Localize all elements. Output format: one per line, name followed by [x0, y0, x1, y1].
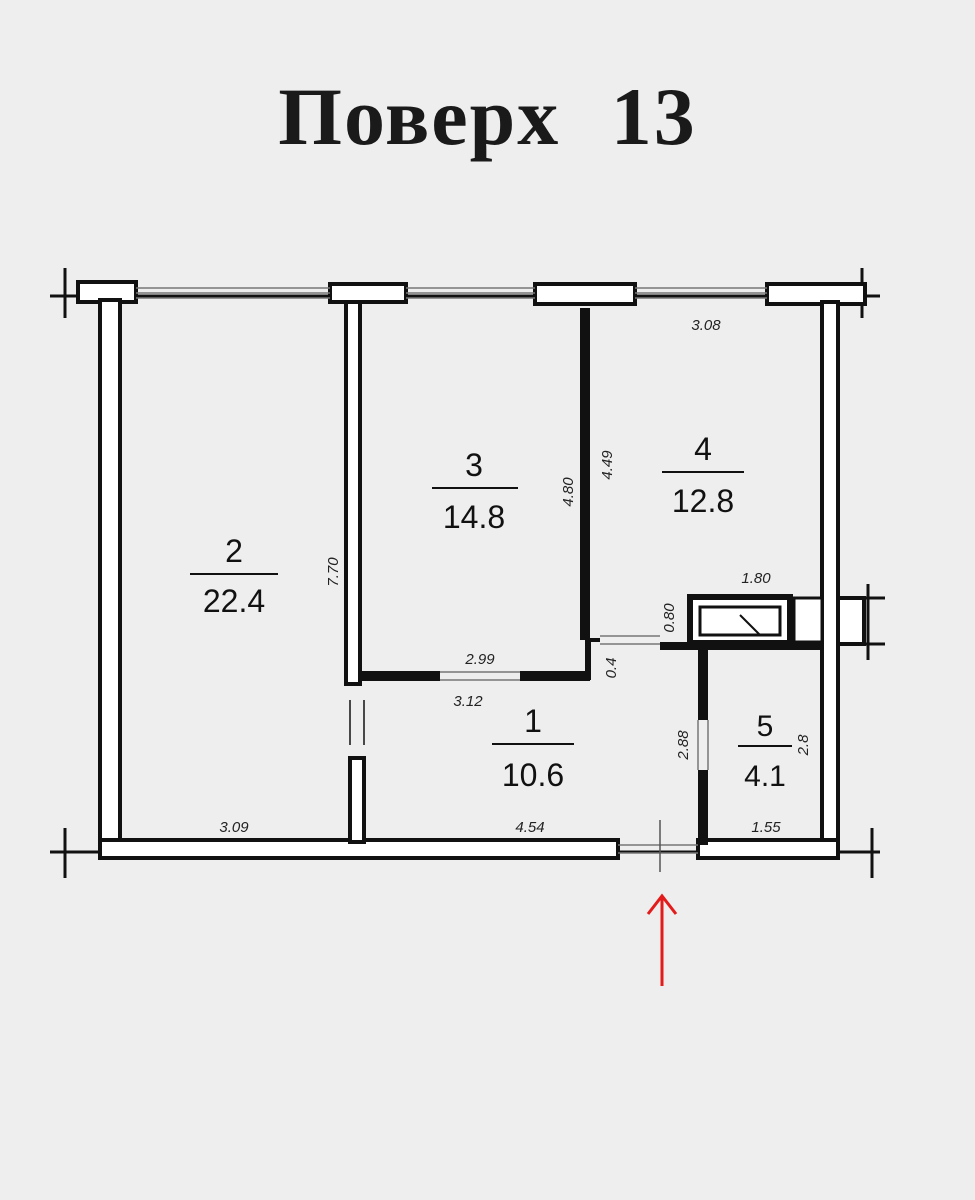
room-5-area: 4.1 — [744, 760, 786, 793]
dim-hall-small: 0.4 — [603, 658, 620, 679]
room-3-area: 14.8 — [443, 499, 505, 535]
room-1-number: 1 — [524, 703, 542, 739]
floor-title: Поверх 13 — [278, 71, 697, 162]
room-1-label: 1 10.6 — [492, 703, 574, 793]
dim-room4-width: 3.08 — [691, 317, 721, 334]
dim-room2-bottom: 3.09 — [219, 819, 249, 836]
room-1-area: 10.6 — [502, 757, 564, 793]
dim-room3-height: 4.80 — [560, 477, 577, 507]
room-2-number: 2 — [225, 533, 243, 569]
room-3-number: 3 — [465, 447, 483, 483]
dim-room3-bottom: 2.99 — [464, 651, 495, 668]
room-5-number: 5 — [757, 710, 774, 743]
dim-bath-bottom: 1.55 — [751, 819, 781, 836]
dim-balcony-width: 1.80 — [741, 570, 771, 587]
dim-balcony-depth: 0.80 — [661, 603, 678, 633]
room-2-area: 22.4 — [203, 583, 265, 619]
dim-bath-height-left: 2.88 — [675, 730, 692, 761]
dim-hall-top: 3.12 — [453, 693, 483, 710]
dim-bath-height-right: 2.8 — [795, 734, 812, 757]
dim-hall-bottom: 4.54 — [515, 819, 544, 836]
dim-room2-height: 7.70 — [325, 557, 342, 587]
room-4-area: 12.8 — [672, 483, 734, 519]
room-2-label: 2 22.4 — [190, 533, 278, 619]
room-4-label: 4 12.8 — [662, 431, 744, 519]
room-3-label: 3 14.8 — [432, 447, 518, 535]
room-5-label: 5 4.1 — [738, 710, 792, 793]
walls — [50, 268, 885, 878]
dim-room4-height: 4.49 — [599, 450, 616, 480]
entrance-arrow-icon — [646, 893, 678, 986]
room-4-number: 4 — [694, 431, 712, 467]
